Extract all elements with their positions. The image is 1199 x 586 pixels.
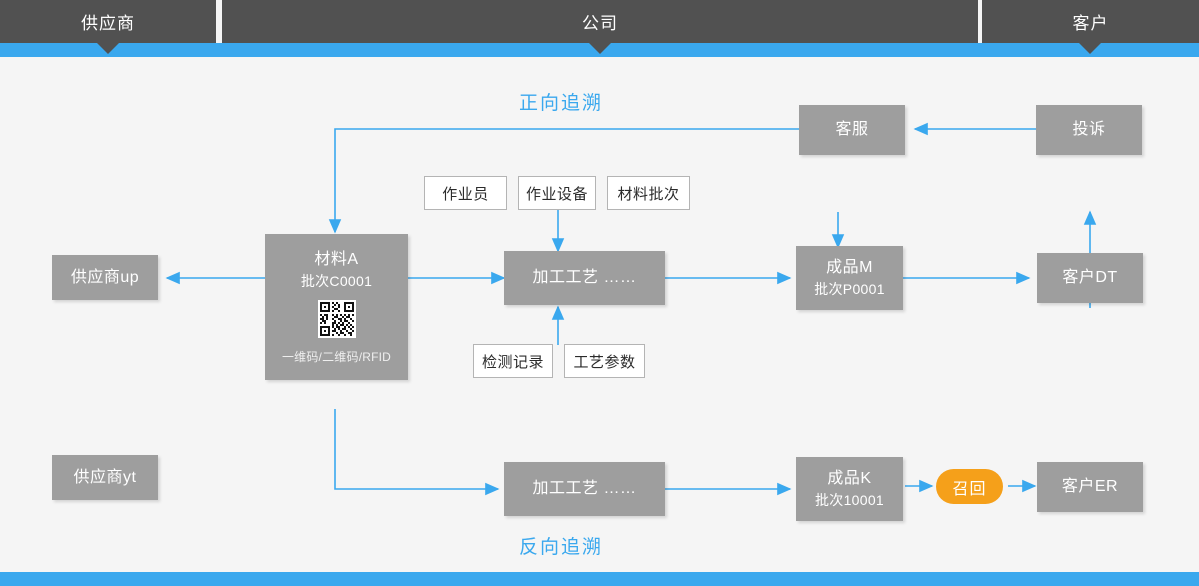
header-segment-supplier: 供应商 bbox=[0, 0, 216, 43]
header-notch-company bbox=[589, 43, 611, 54]
node-process-bottom[interactable]: 加工工艺 …… bbox=[504, 462, 665, 516]
chip-process-params[interactable]: 工艺参数 bbox=[564, 344, 645, 378]
node-batch: 批次C0001 bbox=[300, 273, 373, 289]
node-material-a[interactable]: 材料A 批次C0001 bbox=[265, 234, 408, 380]
qr-code-icon bbox=[317, 300, 356, 338]
chip-operator[interactable]: 作业员 bbox=[424, 176, 507, 210]
footer-blue-rule bbox=[0, 572, 1199, 586]
node-code-label: 一维码/二维码/RFID bbox=[281, 350, 392, 364]
caption-forward-trace: 正向追溯 bbox=[519, 93, 604, 114]
node-complaint[interactable]: 投诉 bbox=[1036, 105, 1142, 155]
node-title: 供应商up bbox=[70, 268, 140, 286]
header-notch-customer bbox=[1079, 43, 1101, 54]
node-title: 供应商yt bbox=[73, 468, 137, 486]
chip-label: 检测记录 bbox=[481, 353, 544, 371]
node-customer-dt[interactable]: 客户DT bbox=[1037, 253, 1143, 303]
node-supplier-up[interactable]: 供应商up bbox=[52, 255, 158, 300]
node-title: 材料A bbox=[314, 251, 359, 268]
node-product-k[interactable]: 成品K 批次10001 bbox=[796, 457, 903, 521]
header-band: 供应商 公司 客户 bbox=[0, 0, 1199, 43]
diagram-canvas: 正向追溯 反向追溯 供应商up 供应商yt 材料A 批次C0001 bbox=[0, 57, 1199, 572]
node-title: 投诉 bbox=[1072, 121, 1106, 138]
chip-inspection-record[interactable]: 检测记录 bbox=[473, 344, 553, 378]
header-notch-supplier bbox=[97, 43, 119, 54]
wire-material-to-process-bottom bbox=[334, 409, 500, 496]
chip-label: 工艺参数 bbox=[573, 353, 636, 371]
node-title: 成品K bbox=[827, 470, 872, 487]
chip-material-batch[interactable]: 材料批次 bbox=[607, 176, 690, 210]
chip-equipment[interactable]: 作业设备 bbox=[518, 176, 596, 210]
header-segment-customer: 客户 bbox=[982, 0, 1199, 43]
node-title: 加工工艺 …… bbox=[532, 480, 637, 497]
badge-recall[interactable]: 召回 bbox=[936, 469, 1003, 504]
node-batch: 批次10001 bbox=[814, 492, 885, 508]
chip-label: 材料批次 bbox=[617, 185, 680, 203]
wire-service-to-material bbox=[328, 128, 799, 234]
node-title: 加工工艺 …… bbox=[532, 269, 637, 286]
badge-label: 召回 bbox=[952, 480, 987, 498]
header-segment-label: 客户 bbox=[1072, 14, 1109, 33]
node-title: 客户DT bbox=[1062, 269, 1118, 286]
node-customer-er[interactable]: 客户ER bbox=[1037, 462, 1143, 512]
chip-label: 作业设备 bbox=[525, 185, 588, 203]
header-segment-label: 供应商 bbox=[81, 14, 135, 33]
node-title: 成品M bbox=[826, 259, 873, 276]
node-process-top[interactable]: 加工工艺 …… bbox=[504, 251, 665, 305]
node-title: 客服 bbox=[835, 121, 869, 138]
chip-label: 作业员 bbox=[442, 185, 489, 203]
node-supplier-yt[interactable]: 供应商yt bbox=[52, 455, 158, 500]
node-title: 客户ER bbox=[1061, 478, 1119, 495]
node-customer-service[interactable]: 客服 bbox=[799, 105, 905, 155]
node-batch: 批次P0001 bbox=[814, 281, 885, 297]
header-segment-company: 公司 bbox=[222, 0, 978, 43]
caption-reverse-trace: 反向追溯 bbox=[519, 537, 604, 558]
header-segment-label: 公司 bbox=[582, 14, 618, 33]
node-product-m[interactable]: 成品M 批次P0001 bbox=[796, 246, 903, 310]
